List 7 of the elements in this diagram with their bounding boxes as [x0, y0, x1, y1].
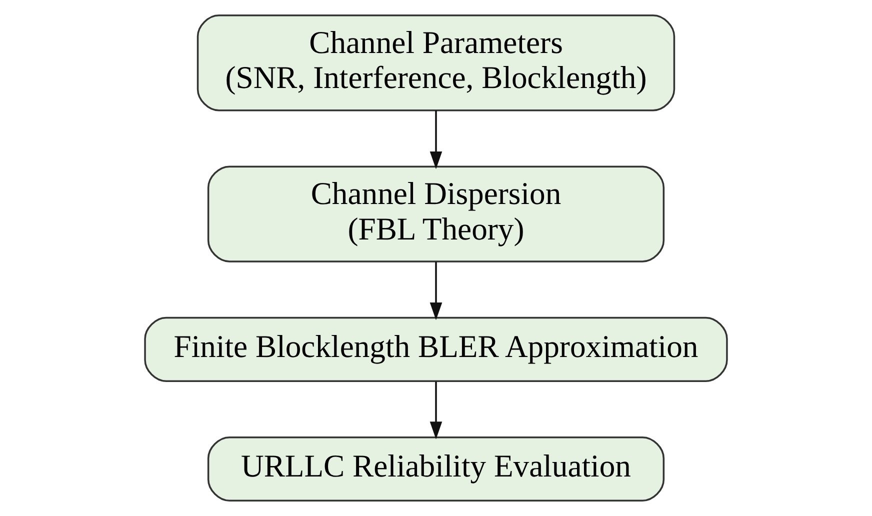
node-box: URLLC Reliability Evaluation: [207, 436, 665, 502]
arrow: [430, 382, 442, 440]
arrow: [430, 262, 442, 320]
arrow: [430, 110, 442, 170]
node-box: Channel Dispersion (FBL Theory): [207, 166, 665, 262]
node-box: Channel Parameters (SNR, Interference, Blocklength): [196, 14, 676, 112]
node-box: Finite Blocklength BLER Approximation: [144, 316, 728, 382]
